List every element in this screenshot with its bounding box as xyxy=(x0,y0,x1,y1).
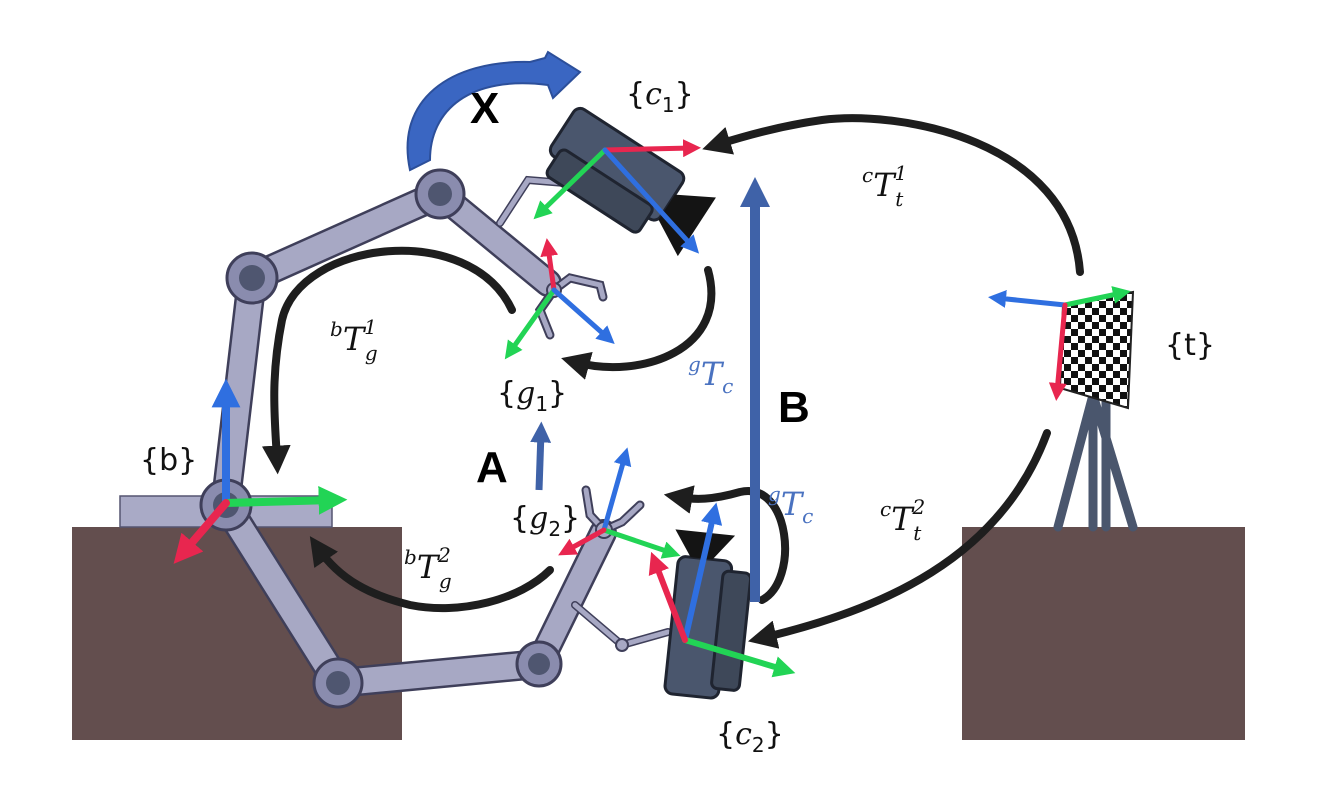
arrow-cTt1 xyxy=(702,114,1084,276)
label-frame-c2: {c2} xyxy=(716,717,784,757)
label-gTc-upper: gTc xyxy=(688,352,733,398)
robot-arm-pose-2 xyxy=(211,485,672,709)
arrow-bTg2 xyxy=(309,536,554,613)
tripod xyxy=(1053,390,1138,532)
label-A: A xyxy=(476,443,508,492)
label-B: B xyxy=(778,383,810,432)
axes-camera-2 xyxy=(648,502,796,678)
axes-camera-1 xyxy=(533,139,701,254)
label-frame-g1: {g1} xyxy=(497,376,567,416)
axes-gripper-1 xyxy=(504,238,615,360)
axes-base xyxy=(173,378,348,564)
arrow-cTt2 xyxy=(747,429,1051,649)
A-arrow xyxy=(530,421,552,491)
camera-1 xyxy=(545,106,716,257)
label-frame-c1: {c1} xyxy=(626,77,694,117)
arrow-bTg1 xyxy=(261,246,516,475)
right-table xyxy=(962,527,1245,740)
transform-arrows xyxy=(261,114,1084,649)
label-X: X xyxy=(470,84,499,133)
axes-gripper-2 xyxy=(558,447,681,559)
checkerboard-target xyxy=(1058,290,1135,410)
label-gTc-lower: gTc xyxy=(768,482,813,528)
axes-target xyxy=(988,286,1131,401)
X-arrow xyxy=(406,50,582,172)
label-frame-b: {b} xyxy=(140,443,197,478)
label-frame-t: {t} xyxy=(1165,328,1215,363)
arrow-gTc-upper xyxy=(561,266,716,380)
label-frame-g2: {g2} xyxy=(510,501,580,541)
